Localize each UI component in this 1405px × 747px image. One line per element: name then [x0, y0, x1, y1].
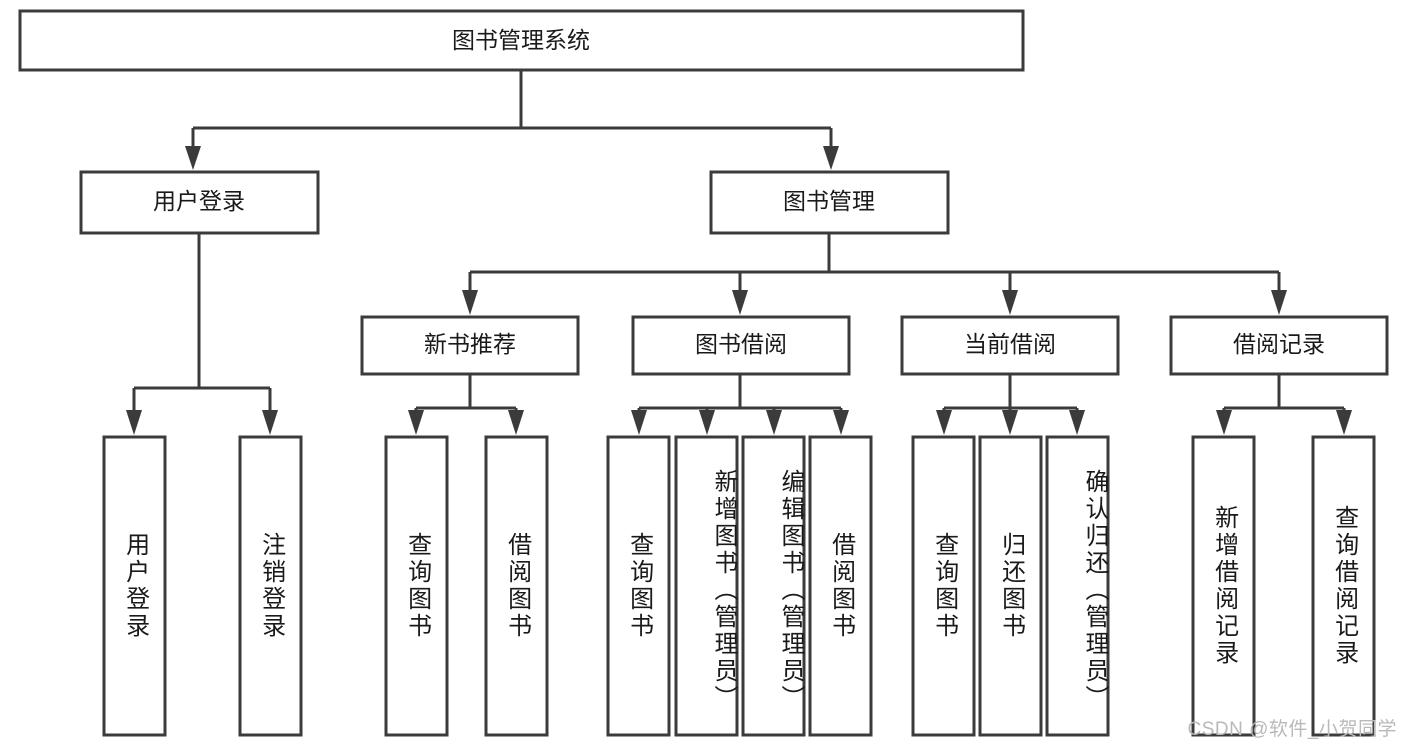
arrow-head-icon: [1069, 410, 1085, 435]
arrow-head-icon: [262, 410, 278, 435]
node-leaf-borrow-book[interactable]: [808, 435, 873, 737]
connectors-currentborrow-to-leaves: [936, 374, 1085, 435]
arrow-head-icon: [833, 410, 849, 435]
node-level3-borrow-record-label: 借阅记录: [1233, 331, 1325, 357]
node-leaf-borrow-book-recommend[interactable]: [484, 435, 549, 737]
arrow-head-icon: [1002, 410, 1018, 435]
arrow-head-icon: [126, 410, 142, 435]
connector-line: [468, 233, 1281, 292]
connectors-borrowrecord-to-leaves: [1216, 374, 1352, 435]
watermark-text: CSDN @软件_小贺同学: [1187, 719, 1397, 740]
connector-line: [191, 70, 833, 148]
node-leaf-query-book-current[interactable]: [911, 435, 976, 737]
arrow-head-icon: [185, 146, 201, 170]
node-leaf-add-book-admin[interactable]: [674, 435, 739, 737]
node-level3-current-borrow-label: 当前借阅: [964, 331, 1056, 357]
arrow-head-icon: [1336, 410, 1352, 435]
node-level3-book-borrow[interactable]: [631, 315, 851, 376]
arrow-head-icon: [631, 410, 647, 435]
arrow-head-icon: [408, 410, 424, 435]
connector-line: [414, 374, 518, 412]
arrow-head-icon: [462, 290, 478, 315]
connector-line: [132, 233, 272, 412]
node-level3-new-book-recommend[interactable]: [360, 315, 580, 376]
arrow-head-icon: [936, 410, 952, 435]
node-level2-book-management-label: 图书管理: [783, 188, 875, 214]
connector-line: [637, 374, 843, 412]
node-leaf-query-book-borrow[interactable]: [606, 435, 671, 737]
node-level2-user-login[interactable]: [79, 170, 320, 235]
connectors-booksmgmt-to-level3: [462, 233, 1287, 315]
node-leaf-return-book[interactable]: [978, 435, 1043, 737]
node-leaf-user-login[interactable]: [102, 435, 167, 737]
connectors-bookborrow-to-leaves: [631, 374, 849, 435]
node-leaf-edit-book-admin[interactable]: [741, 435, 806, 737]
connectors-newbook-to-leaves: [408, 374, 524, 435]
node-root-label: 图书管理系统: [452, 27, 590, 53]
node-level3-new-book-recommend-label: 新书推荐: [424, 331, 516, 357]
node-leaf-confirm-return-admin[interactable]: [1045, 435, 1110, 737]
arrow-head-icon: [732, 290, 748, 315]
arrow-head-icon: [766, 410, 782, 435]
node-level2-user-login-label: 用户登录: [153, 188, 245, 214]
arrow-head-icon: [823, 146, 839, 170]
node-level3-borrow-record[interactable]: [1169, 315, 1389, 376]
connector-line: [1222, 374, 1346, 412]
arrow-head-icon: [508, 410, 524, 435]
arrow-head-icon: [1002, 290, 1018, 315]
node-leaf-query-book-recommend[interactable]: [384, 435, 449, 737]
node-leaf-query-borrow-record[interactable]: [1311, 435, 1376, 737]
arrow-head-icon: [1271, 290, 1287, 315]
node-leaf-add-borrow-record[interactable]: [1191, 435, 1256, 737]
connector-line: [942, 374, 1079, 412]
node-level3-book-borrow-label: 图书借阅: [695, 331, 787, 357]
node-leaf-logout-login[interactable]: [238, 435, 303, 737]
arrow-head-icon: [1216, 410, 1232, 435]
node-level2-book-management[interactable]: [709, 170, 950, 235]
node-level3-current-borrow[interactable]: [900, 315, 1120, 376]
connectors-root-to-level2: [185, 70, 839, 170]
connectors-userlogin-to-leaves: [126, 233, 278, 435]
arrow-head-icon: [699, 410, 715, 435]
node-root-book-management-system[interactable]: [18, 9, 1025, 72]
